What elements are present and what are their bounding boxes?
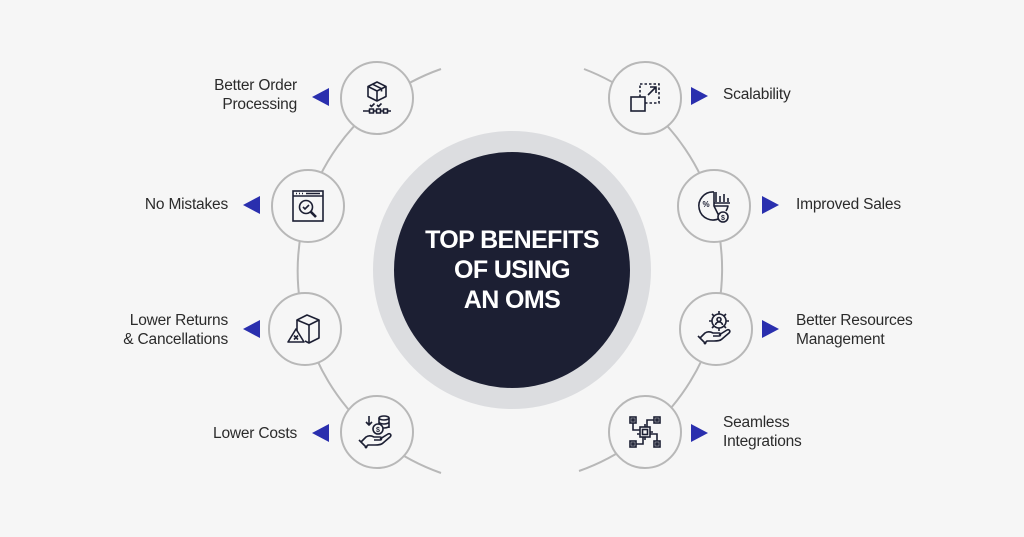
label-line: No Mistakes: [144, 196, 228, 213]
benefit-node-no-mistakes: [271, 169, 345, 243]
svg-text:$: $: [376, 427, 380, 434]
benefit-label-better-order-processing: Better Order Processing: [214, 76, 297, 114]
benefit-node-better-order-processing: [340, 61, 414, 135]
circuit-integration-icon: [629, 416, 661, 448]
label-line: Scalability: [723, 86, 791, 103]
browser-search-check-icon: [292, 190, 324, 222]
box-cancel-icon: [287, 314, 320, 344]
package-conveyor-icon: [363, 81, 391, 114]
hand-coins-icon: $: [358, 415, 392, 449]
benefit-label-better-resources: Better Resources Management: [796, 311, 913, 349]
pointer-triangle-icon: [691, 424, 708, 442]
pointer-triangle-icon: [762, 320, 779, 338]
label-line: Lower Returns: [129, 312, 228, 329]
pointer-triangle-icon: [312, 88, 329, 106]
svg-text:$: $: [721, 215, 725, 222]
label-line: Processing: [222, 96, 297, 113]
benefit-label-lower-returns: Lower Returns & Cancellations: [123, 311, 228, 349]
benefit-node-scalability: [608, 61, 682, 135]
pointer-triangle-icon: [243, 320, 260, 338]
center-circle: TOP BENEFITS OF USING AN OMS: [394, 152, 630, 388]
pointer-triangle-icon: [243, 196, 260, 214]
benefit-node-better-resources: [679, 292, 753, 366]
label-line: Lower Costs: [213, 425, 297, 442]
pointer-triangle-icon: [312, 424, 329, 442]
pointer-triangle-icon: [691, 87, 708, 105]
label-line: Integrations: [723, 433, 802, 450]
benefit-label-scalability: Scalability: [723, 85, 791, 104]
hand-gear-icon: [697, 311, 731, 345]
scale-up-icon: [630, 83, 660, 112]
title-line-1: TOP BENEFITS: [425, 226, 599, 254]
pointer-triangle-icon: [762, 196, 779, 214]
label-line: Management: [796, 331, 885, 348]
svg-text:%: %: [702, 200, 709, 209]
benefit-label-no-mistakes: No Mistakes: [145, 195, 228, 214]
title-line-2: OF USING: [453, 256, 571, 284]
benefit-node-improved-sales: % $: [677, 169, 751, 243]
label-line: Better Resources: [796, 312, 913, 329]
benefit-label-seamless-integrations: Seamless Integrations: [723, 413, 802, 451]
label-line: Seamless: [723, 414, 790, 431]
benefit-node-lower-returns: [268, 292, 342, 366]
benefit-label-lower-costs: Lower Costs: [213, 424, 297, 443]
title-line-3: AN OMS: [463, 286, 561, 314]
benefit-label-improved-sales: Improved Sales: [796, 195, 901, 214]
center-title: TOP BENEFITS OF USING AN OMS: [425, 225, 599, 315]
benefit-node-lower-costs: $: [340, 395, 414, 469]
benefit-node-seamless-integrations: [608, 395, 682, 469]
label-line: Improved Sales: [796, 196, 901, 213]
sales-chart-icon: % $: [698, 191, 730, 223]
label-line: & Cancellations: [123, 331, 228, 348]
label-line: Better Order: [214, 77, 297, 94]
